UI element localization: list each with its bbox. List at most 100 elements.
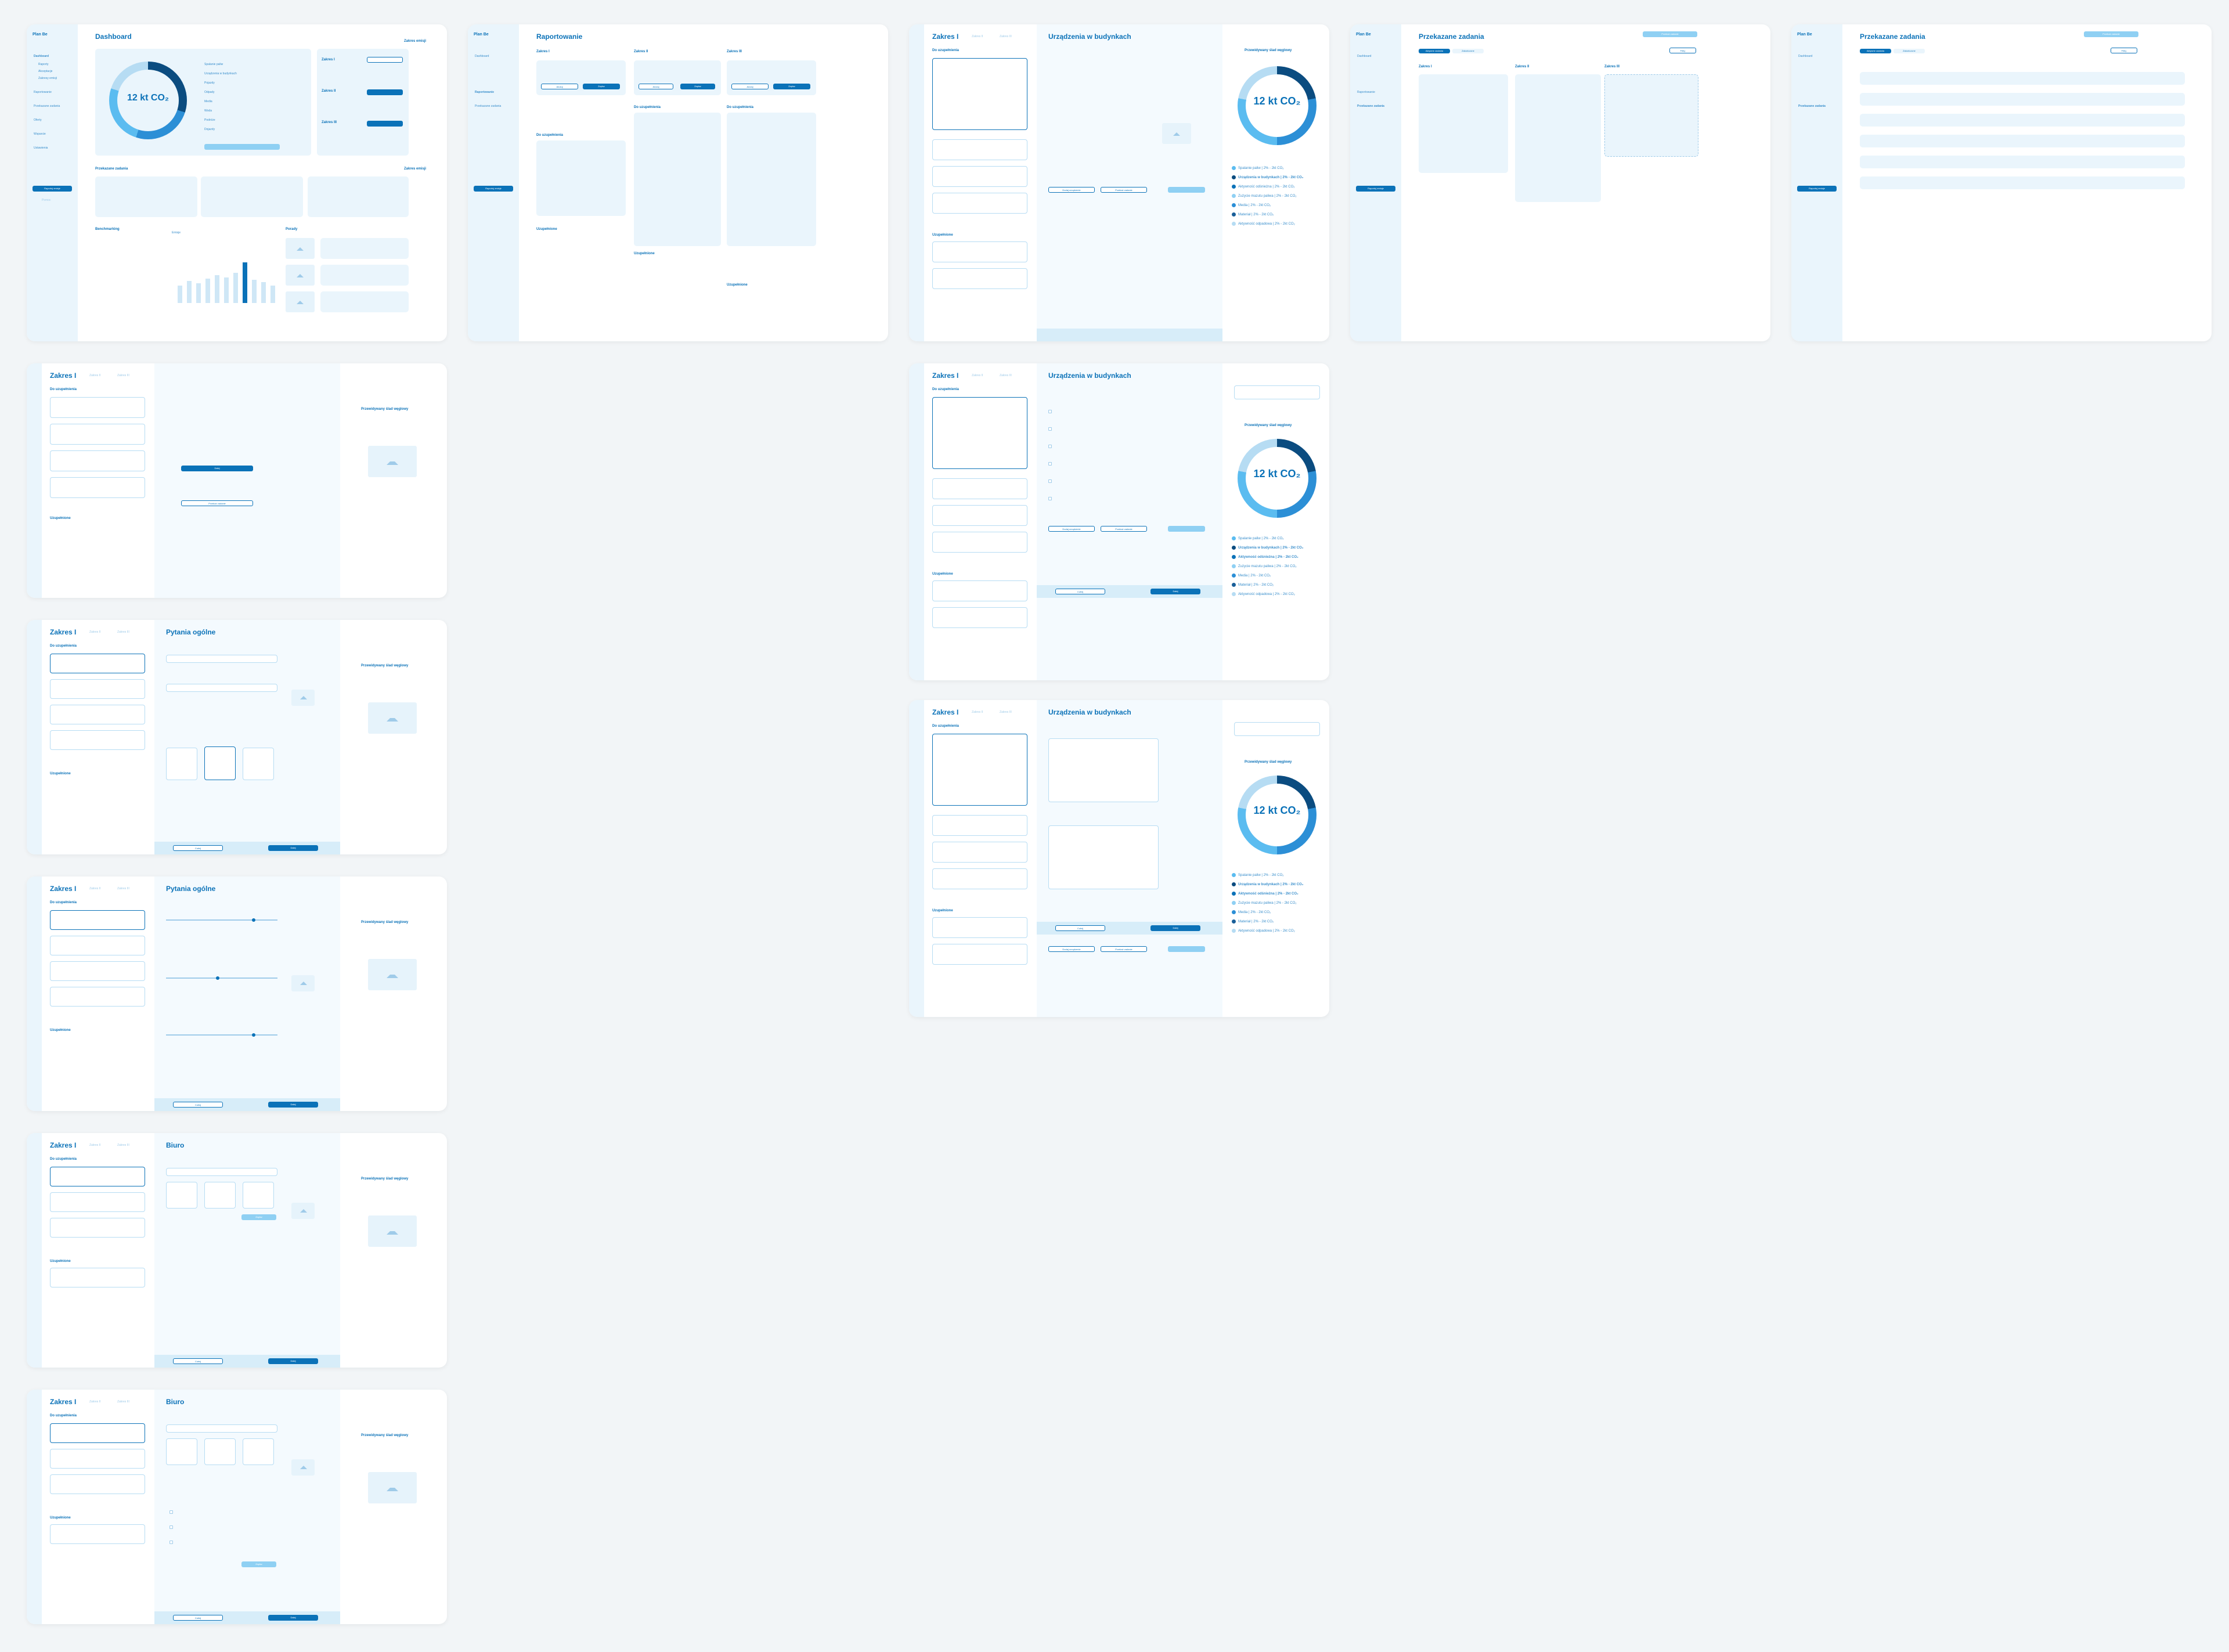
task-item[interactable] <box>932 505 1027 526</box>
option-card[interactable] <box>243 1438 274 1465</box>
sidebar-item-zakresy[interactable]: Zakresy emisji <box>38 77 57 80</box>
checkbox[interactable] <box>169 1525 173 1529</box>
task-card[interactable] <box>201 176 303 217</box>
tip-card[interactable] <box>320 291 409 312</box>
sidebar-item-raportowanie[interactable]: Raportowanie <box>1357 91 1375 94</box>
tab-zakres-3[interactable]: Zakres III <box>117 1400 129 1404</box>
option-card[interactable] <box>204 1438 236 1465</box>
task-item[interactable] <box>50 654 145 673</box>
report-emission-button[interactable]: Raportuj emisje <box>33 186 72 192</box>
task-card[interactable] <box>95 176 197 217</box>
task-item[interactable] <box>50 936 145 955</box>
sidebar-item-raporty[interactable]: Raporty <box>38 63 49 66</box>
details-button[interactable] <box>204 144 280 150</box>
option-card[interactable] <box>243 1182 274 1209</box>
task-item[interactable] <box>932 734 1027 806</box>
sidebar-item-wsparcie[interactable]: Wsparcie <box>34 132 46 136</box>
task-item[interactable] <box>932 397 1027 469</box>
sidebar-item-raportowanie[interactable]: Raportowanie <box>34 91 52 94</box>
task-item[interactable] <box>50 705 145 724</box>
next-button[interactable]: Dalej <box>1150 589 1200 594</box>
filter-button[interactable]: Filtry <box>2111 48 2137 53</box>
task-item[interactable] <box>932 139 1027 160</box>
task-item[interactable] <box>50 1192 145 1212</box>
task-item[interactable] <box>932 166 1027 187</box>
sidebar-item-zadania[interactable]: Przekazane zadania <box>475 104 502 108</box>
tab-zakres-2[interactable]: Zakres II <box>89 1144 101 1147</box>
save-button[interactable]: Zapisz <box>583 84 620 89</box>
task-item[interactable] <box>50 730 145 750</box>
scope-card-button[interactable] <box>367 57 403 63</box>
delegate-button[interactable]: Przekaż zadanie <box>1101 946 1147 952</box>
delegate-task-button[interactable]: Przekaż zadanie <box>1643 31 1697 37</box>
tip-card[interactable] <box>320 238 409 259</box>
option-card[interactable] <box>166 748 197 780</box>
table-row[interactable] <box>1860 135 2185 147</box>
checkbox[interactable] <box>169 1510 173 1514</box>
sidebar-item-dashboard[interactable]: Dashboard <box>1357 55 1372 58</box>
checkbox[interactable] <box>1048 410 1052 413</box>
question-group-box[interactable] <box>1234 722 1320 736</box>
checkbox[interactable] <box>169 1541 173 1544</box>
task-item[interactable] <box>50 1474 145 1494</box>
percent-slider[interactable] <box>166 1033 277 1037</box>
tab-done[interactable]: Zakończone <box>1893 49 1925 53</box>
task-item[interactable] <box>932 815 1027 836</box>
tab-zakres-2[interactable]: Zakres II <box>972 35 983 38</box>
task-item[interactable] <box>50 1524 145 1544</box>
sidebar-item-zadania[interactable]: Przekazane zadania <box>34 104 60 108</box>
sidebar-item-ustawienia[interactable]: Ustawienia <box>34 146 48 150</box>
tab-zakres-2[interactable]: Zakres II <box>89 630 101 634</box>
task-item[interactable] <box>932 917 1027 938</box>
back-button[interactable]: Cofnij <box>1055 589 1105 594</box>
tip-card[interactable] <box>320 265 409 286</box>
sidebar-item-akceptacje[interactable]: Akceptacje <box>38 70 53 73</box>
option-card[interactable] <box>243 748 274 780</box>
tab-zakres-2[interactable]: Zakres II <box>972 710 983 714</box>
tab-zakres-2[interactable]: Zakres II <box>89 374 101 377</box>
tab-zakres-3[interactable]: Zakres III <box>117 1144 129 1147</box>
option-card[interactable] <box>204 746 236 780</box>
submit-button[interactable] <box>1168 526 1205 532</box>
add-device-button[interactable]: Dodaj urządzenie <box>1048 187 1095 193</box>
back-button[interactable]: Cofnij <box>173 1102 223 1108</box>
filter-button[interactable]: Filtry <box>1669 48 1696 53</box>
table-row[interactable] <box>1860 176 2185 189</box>
percent-slider[interactable] <box>166 918 277 922</box>
sidebar-item-dashboard[interactable]: Dashboard <box>1798 55 1813 58</box>
tab-zakres-3[interactable]: Zakres III <box>117 374 129 377</box>
tab-active[interactable]: Aktywne zadania <box>1419 49 1450 53</box>
report-emission-button[interactable]: Raportuj emisje <box>1356 186 1395 192</box>
task-item[interactable] <box>932 607 1027 628</box>
task-item[interactable] <box>50 1449 145 1469</box>
scope-card-button[interactable] <box>367 89 403 95</box>
next-button[interactable]: Dalej <box>1150 925 1200 931</box>
checkbox[interactable] <box>1048 462 1052 466</box>
submit-button[interactable] <box>1168 187 1205 193</box>
tab-zakres-2[interactable]: Zakres II <box>972 374 983 377</box>
back-button[interactable]: Cofnij <box>1055 925 1105 931</box>
table-row[interactable] <box>1860 156 2185 168</box>
task-item[interactable] <box>50 910 145 930</box>
task-item[interactable] <box>50 477 145 498</box>
task-item[interactable] <box>932 478 1027 499</box>
option-card[interactable] <box>204 1182 236 1209</box>
tab-zakres-3[interactable]: Zakres III <box>1000 35 1012 38</box>
cancel-button[interactable]: Anuluj <box>541 84 578 89</box>
task-item[interactable] <box>50 1268 145 1287</box>
report-emission-button[interactable]: Raportuj emisje <box>1797 186 1837 192</box>
start-button[interactable]: Dalej <box>181 466 253 471</box>
report-emission-button[interactable]: Raportuj emisje <box>474 186 513 192</box>
checkbox[interactable] <box>1048 479 1052 483</box>
tab-zakres-3[interactable]: Zakres III <box>117 630 129 634</box>
back-button[interactable]: Cofnij <box>173 1358 223 1364</box>
task-item[interactable] <box>50 424 145 445</box>
task-item[interactable] <box>50 1218 145 1238</box>
task-item[interactable] <box>50 397 145 418</box>
sidebar-item-zadania[interactable]: Przekazane zadania <box>1357 104 1384 108</box>
task-item[interactable] <box>932 532 1027 553</box>
task-item[interactable] <box>50 987 145 1007</box>
tab-zakres-2[interactable]: Zakres II <box>89 1400 101 1404</box>
select-field[interactable] <box>166 1424 277 1433</box>
task-item[interactable] <box>50 961 145 981</box>
